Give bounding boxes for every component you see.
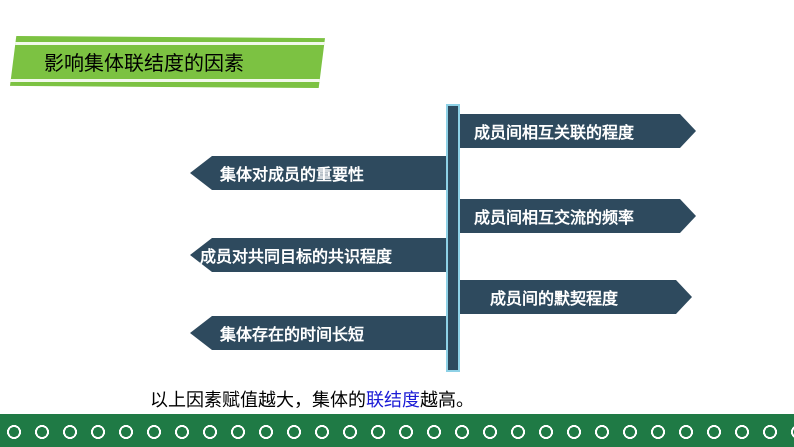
conclusion-text: 以上因素赋值越大，集体的联结度越高。: [150, 386, 474, 412]
sign-right-2-label: 成员间相互交流的频率: [474, 208, 635, 227]
signpost-pole: [446, 104, 460, 372]
conclusion-highlight: 联结度: [366, 390, 420, 411]
title-stripe-bottom: [10, 79, 325, 82]
sign-left-2-label: 成员对共同目标的共识程度: [200, 247, 393, 266]
sign-left-2: 成员对共同目标的共识程度: [190, 238, 446, 272]
sign-left-3-label: 集体存在的时间长短: [220, 325, 365, 344]
title-stripe-top: [10, 42, 325, 45]
conclusion-after: 越高。: [420, 390, 474, 411]
footer-pattern: [0, 422, 794, 442]
sign-left-1-label: 集体对成员的重要性: [220, 165, 365, 184]
sign-right-1: 成员间相互关联的程度: [460, 114, 696, 148]
sign-right-3-label: 成员间的默契程度: [490, 289, 619, 308]
sign-right-3: 成员间的默契程度: [460, 280, 692, 314]
conclusion-before: 以上因素赋值越大，集体的: [150, 390, 366, 411]
sign-left-3: 集体存在的时间长短: [190, 316, 446, 350]
page-title: 影响集体联结度的因素: [44, 51, 244, 75]
sign-right-1-label: 成员间相互关联的程度: [474, 123, 635, 142]
sign-right-2: 成员间相互交流的频率: [460, 199, 696, 233]
title-banner: [10, 36, 325, 88]
sign-left-1: 集体对成员的重要性: [190, 156, 446, 190]
